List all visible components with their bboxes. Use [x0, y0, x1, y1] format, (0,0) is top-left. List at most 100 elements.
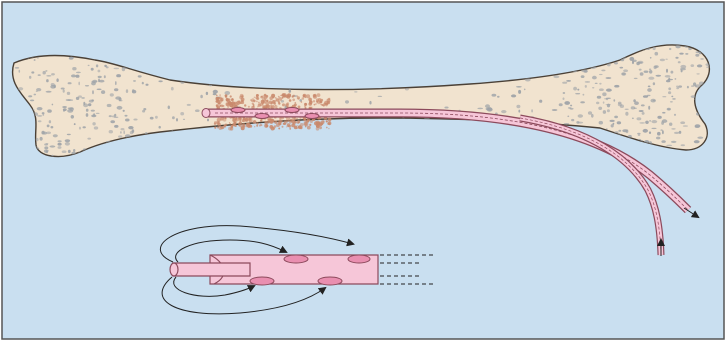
trabecula-spot [604, 98, 607, 99]
trabecula-spot [695, 126, 700, 128]
trabecula-spot [595, 83, 598, 84]
lesion-spot [218, 100, 220, 102]
trabecula-spot [76, 72, 81, 74]
trabecula-spot [66, 99, 71, 101]
trabecula-spot [91, 68, 94, 71]
lesion-spot [251, 98, 254, 101]
trabecula-spot [91, 99, 94, 101]
trabecula-spot [660, 59, 665, 62]
trabecula-spot [599, 88, 604, 91]
lesion-spot [231, 98, 234, 101]
lesion-spot [262, 100, 264, 102]
trabecula-spot [123, 130, 125, 134]
trabecula-spot [679, 53, 683, 55]
trabecula-spot [680, 121, 685, 124]
trabecula-spot [566, 80, 571, 82]
lesion-spot [287, 123, 291, 127]
lesion-spot [214, 123, 216, 125]
trabecula-spot [88, 65, 90, 66]
trabecula-spot [691, 64, 695, 67]
trabecula-spot [46, 143, 49, 144]
trabecula-spot [121, 128, 125, 130]
trabecula-spot [613, 99, 615, 101]
lesion-spot [301, 101, 303, 103]
lesion-spot [254, 126, 255, 127]
trabecula-spot [637, 117, 642, 120]
trabecula-spot [40, 137, 43, 141]
lesion-spot [318, 98, 321, 101]
lesion-spot [244, 104, 246, 106]
trabecula-spot [662, 96, 666, 97]
trabecula-spot [562, 82, 567, 84]
lesion-spot [305, 126, 307, 128]
trabecula-spot [213, 93, 217, 95]
lesion-spot [290, 119, 293, 122]
trabecula-spot [110, 120, 115, 123]
lesion-spot [314, 104, 316, 106]
trabecula-spot [47, 125, 50, 128]
trabecula-spot [613, 123, 615, 125]
trabecula-spot [98, 70, 101, 73]
trabecula-spot [621, 72, 626, 75]
lesion-spot [224, 125, 227, 128]
trabecula-spot [117, 106, 123, 110]
trabecula-spot [67, 92, 70, 95]
trabecula-spot [614, 116, 618, 119]
trabecula-spot [524, 89, 526, 91]
lesion-spot [243, 125, 245, 127]
trabecula-spot [632, 118, 634, 120]
detail-inner-tube [173, 263, 250, 276]
lesion-spot [239, 123, 243, 127]
trabecula-spot [195, 109, 200, 112]
trabecula-spot [573, 87, 577, 91]
trabecula-spot [518, 90, 521, 94]
lesion-spot [253, 120, 257, 124]
lesion-spot [265, 121, 267, 123]
lesion-spot [218, 123, 221, 126]
trabecula-spot [125, 119, 130, 122]
lesion-spot [265, 124, 268, 127]
trabecula-spot [29, 76, 31, 79]
lesion-spot [289, 96, 291, 98]
trabecula-spot [225, 91, 231, 95]
trabecula-spot [114, 125, 118, 128]
trabecula-spot [576, 121, 579, 124]
trabecula-spot [694, 140, 700, 143]
trabecula-spot [632, 61, 634, 65]
trabecula-spot [669, 123, 672, 126]
trabecula-spot [691, 85, 694, 87]
trabecula-spot [695, 85, 697, 87]
trabecula-spot [63, 108, 67, 111]
trabecula-spot [98, 79, 100, 83]
trabecula-spot [34, 59, 36, 61]
trabecula-spot [83, 102, 85, 105]
trabecula-spot [672, 98, 676, 100]
trabecula-spot [647, 88, 652, 92]
trabecula-spot [53, 134, 58, 137]
trabecula-spot [68, 82, 72, 84]
lesion-spot [296, 118, 298, 120]
trabecula-spot [128, 126, 133, 129]
trabecula-spot [680, 68, 686, 71]
lesion-spot [311, 107, 312, 108]
lesion-spot [248, 106, 250, 108]
trabecula-spot [125, 115, 128, 117]
trabecula-spot [649, 120, 651, 122]
trabecula-spot [653, 82, 655, 85]
trabecula-spot [62, 106, 67, 108]
trabecula-spot [674, 114, 676, 116]
lesion-spot [216, 107, 218, 109]
trabecula-spot [639, 122, 645, 124]
trabecula-spot [653, 100, 656, 101]
trabecula-spot [654, 66, 657, 70]
lesion-spot [320, 123, 323, 126]
lesion-spot [297, 122, 299, 124]
trabecula-spot [606, 128, 608, 129]
lesion-spot [252, 103, 254, 105]
trabecula-spot [42, 114, 44, 115]
lesion-spot [230, 95, 232, 97]
lesion-spot [248, 118, 251, 121]
trabecula-spot [158, 80, 162, 82]
detail-inner-tube-opening [170, 263, 178, 276]
trabecula-spot [58, 146, 62, 149]
